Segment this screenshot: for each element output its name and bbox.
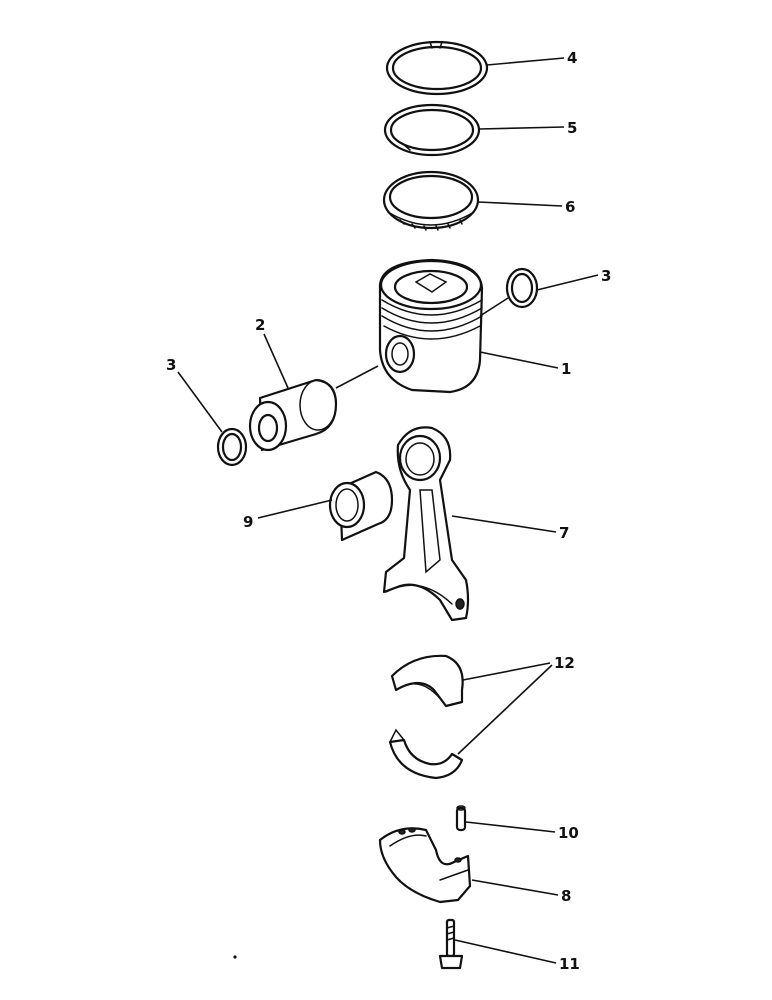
leader-4: [486, 57, 565, 66]
callout-11: 11: [559, 955, 580, 973]
leader-12b: [457, 664, 553, 755]
callout-6: 6: [565, 198, 575, 216]
callout-labels: 4 5 6 3 1 2 3 9 7 12 10 8 11: [166, 49, 611, 973]
snap-ring-left: [216, 427, 248, 467]
dowel-pin: [455, 805, 467, 832]
piston-ring-second: [383, 103, 481, 157]
leader-3-right-b: [479, 297, 509, 317]
callout-8: 8: [561, 887, 571, 905]
leader-2b: [335, 365, 379, 389]
leader-7: [451, 515, 557, 533]
snap-ring-right: [505, 267, 539, 309]
leader-6: [477, 201, 563, 207]
leader-10: [465, 821, 556, 833]
callout-9: 9: [243, 513, 253, 531]
leader-3-left: [177, 371, 223, 433]
connecting-rod: [382, 426, 470, 622]
callout-4: 4: [567, 49, 577, 67]
bearing-shell-lower: [388, 728, 464, 780]
leader-1: [479, 351, 559, 369]
oil-ring: [382, 170, 480, 231]
stray-dot: [233, 955, 237, 959]
leader-12a: [462, 662, 551, 681]
callout-10: 10: [558, 824, 579, 842]
leader-11: [454, 939, 557, 964]
leader-lines: [177, 57, 599, 964]
connecting-rod-cap: [378, 827, 472, 904]
callout-7: 7: [559, 524, 569, 542]
piston: [378, 258, 484, 394]
leader-9: [257, 499, 333, 519]
piston-ring-top: [385, 40, 489, 96]
leader-2: [263, 333, 289, 389]
callout-12: 12: [554, 654, 575, 672]
leader-5: [478, 126, 565, 130]
small-end-bushing: [328, 470, 394, 542]
callout-5: 5: [567, 119, 577, 137]
leader-3-right: [536, 274, 599, 291]
callout-3-left: 3: [166, 356, 176, 374]
callout-2: 2: [255, 316, 265, 334]
rod-bolt: [438, 918, 464, 970]
piston-pin: [248, 378, 338, 452]
bearing-shell-upper: [390, 654, 464, 708]
leader-8: [471, 879, 559, 896]
callout-3-right: 3: [601, 267, 611, 285]
callout-1: 1: [561, 360, 571, 378]
